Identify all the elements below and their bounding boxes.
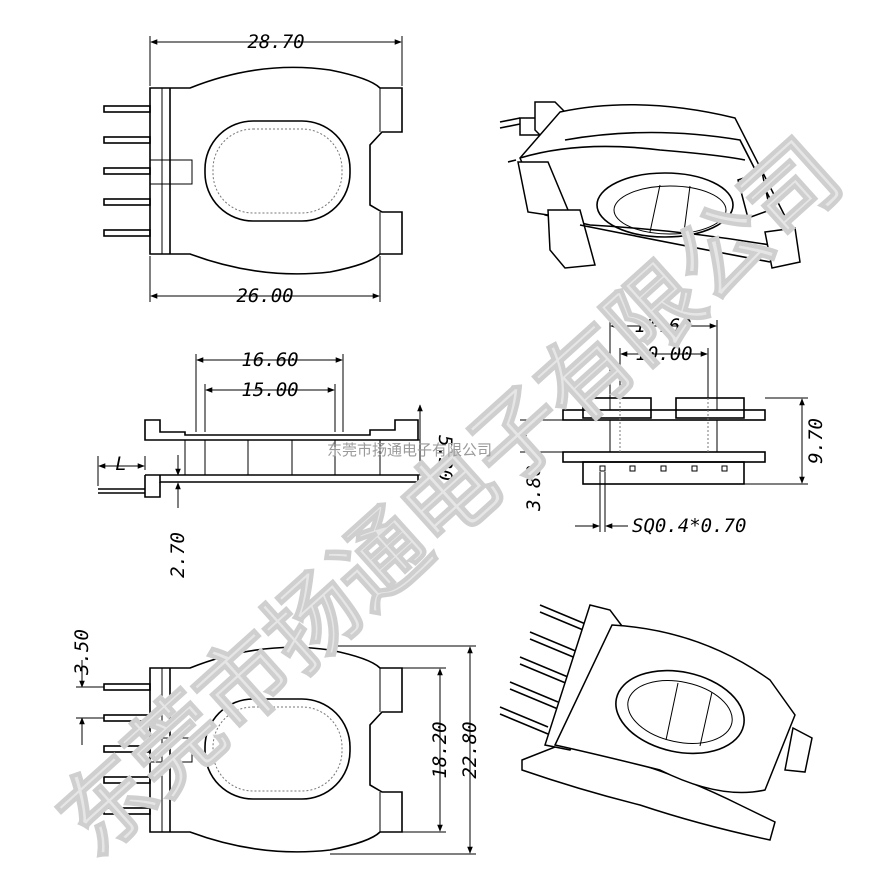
dim-side-a: 16.60	[241, 349, 298, 371]
dim-front-d: 3.80	[523, 465, 545, 512]
dim-side-l: L	[115, 453, 126, 475]
dim-top-width: 28.70	[247, 31, 304, 53]
iso-window	[596, 172, 734, 238]
isometric-view-bottom	[499, 604, 813, 841]
dim-side-c: 5.30	[434, 435, 456, 481]
dim-side-b: 15.00	[241, 379, 298, 401]
dim-bottom-b: 18.20	[429, 721, 451, 778]
front-view-pins	[599, 465, 728, 472]
top-view-pins	[103, 105, 151, 237]
side-view: 16.60 15.00 5.30 L 2.70	[97, 349, 456, 578]
watermark-small: 东莞市扬通电子有限公司	[327, 441, 492, 459]
dim-bottom-c: 22.80	[459, 721, 481, 778]
top-view-window	[204, 120, 351, 222]
dim-pin-size: SQ0.4*0.70	[632, 515, 746, 537]
dim-side-d: 2.70	[167, 532, 189, 578]
dim-bottom-a: 3.50	[71, 629, 93, 676]
iso-bottom-window	[615, 669, 745, 755]
top-view-body	[149, 66, 403, 275]
dim-front-b: 10.00	[635, 343, 692, 365]
front-view: 11.60 10.00 9.70 3.80 SQ0.4*0.70	[520, 315, 827, 537]
dim-front-c: 9.70	[805, 418, 827, 464]
isometric-view-top	[499, 101, 801, 269]
dim-bottom-width: 26.00	[236, 285, 293, 307]
dim-front-a: 11.60	[634, 315, 691, 337]
bottom-view: 3.50 18.20 22.80	[71, 629, 481, 855]
top-view: 28.70 26.00	[103, 31, 403, 307]
bottom-view-window	[204, 698, 351, 800]
